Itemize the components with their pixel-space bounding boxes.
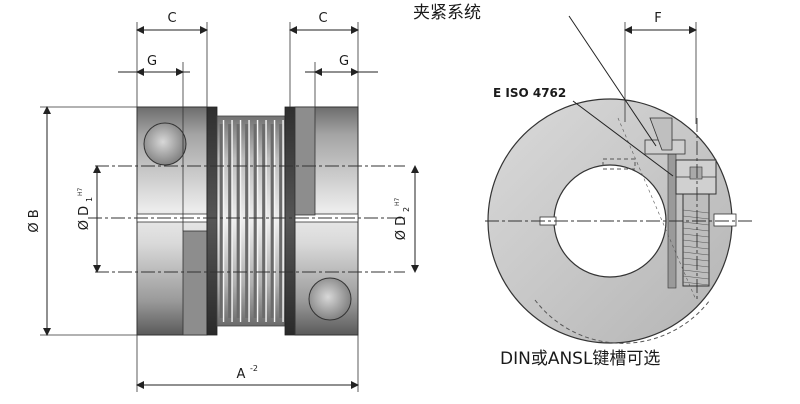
bellows-groove [228,124,232,318]
dim-d2-subscript: 2 [402,207,411,212]
screw-thread [682,263,710,268]
screw-thread [682,233,710,238]
keyway-outline [602,158,636,170]
coupling-side-view [88,106,405,336]
screw-thread [682,227,710,232]
screw-thread [682,269,710,274]
screw-thread [682,257,710,262]
dim-d1-label: Ø D [77,206,92,230]
dim-g-left-label: G [147,54,157,69]
dim-b-label: Ø B [27,209,42,232]
bellows-highlight [248,120,250,322]
coupling-end-view [485,98,752,344]
bellows-groove [219,124,223,318]
screw-body [682,193,710,287]
dim-f-label: F [654,11,661,26]
screw-thread [682,239,710,244]
dim-g-right-label: G [339,54,349,69]
bellows-groove [279,124,283,318]
right-flange [284,106,296,336]
screw-thread [682,275,710,280]
right-clamp-screw-hole [308,277,352,321]
bellows-highlight [265,120,267,322]
clamping-system-leader [568,15,657,147]
bellows-groove [236,124,240,318]
bellows-highlight [256,120,259,322]
dim-a-tolerance: -2 [250,364,258,373]
bellows-groove [253,124,257,318]
screw-thread [682,251,710,256]
dim-d1-tolerance: H7 [77,187,84,196]
dim-c-left-label: C [167,11,176,26]
left-clamp-screw-hole [143,122,187,166]
bellows [216,115,286,327]
screw-thread [682,281,710,286]
screw-standard-leader [572,100,674,177]
keyway-option-label: DIN或ANSL键槽可选 [500,349,660,369]
screw-standard-label: E ISO 4762 [493,86,566,100]
bellows-highlight [282,120,284,322]
dim-d2-label-group: Ø D 2 H7 [394,197,411,240]
dim-d2-label: Ø D [394,216,409,240]
hidden-flange-edge [534,299,711,344]
bellows-groove [262,124,266,318]
bellows-highlight [231,120,233,322]
dim-c-right-label: C [318,11,327,26]
bellows-highlight [239,120,242,322]
dim-d1-label-group: Ø D 1 H7 [77,187,94,230]
screw-thread [682,209,710,214]
clamping-system-label: 夹紧系统 [413,3,481,23]
dim-d1-subscript: 1 [85,197,94,202]
screw-thread [682,245,710,250]
bellows-highlight [222,120,225,322]
dimension-lines [40,22,419,392]
right-pin [713,213,737,227]
bellows-groove [245,124,249,318]
screw-thread [682,215,710,220]
left-hub [136,106,208,336]
right-hub [294,106,359,336]
bellows-groove [270,124,274,318]
dim-a-label-group: A -2 [237,364,258,382]
dim-a-label: A [237,367,246,382]
dim-d2-tolerance: H7 [394,197,401,206]
bellows-highlight [273,120,276,322]
screw-thread [682,221,710,226]
left-flange [206,106,218,336]
